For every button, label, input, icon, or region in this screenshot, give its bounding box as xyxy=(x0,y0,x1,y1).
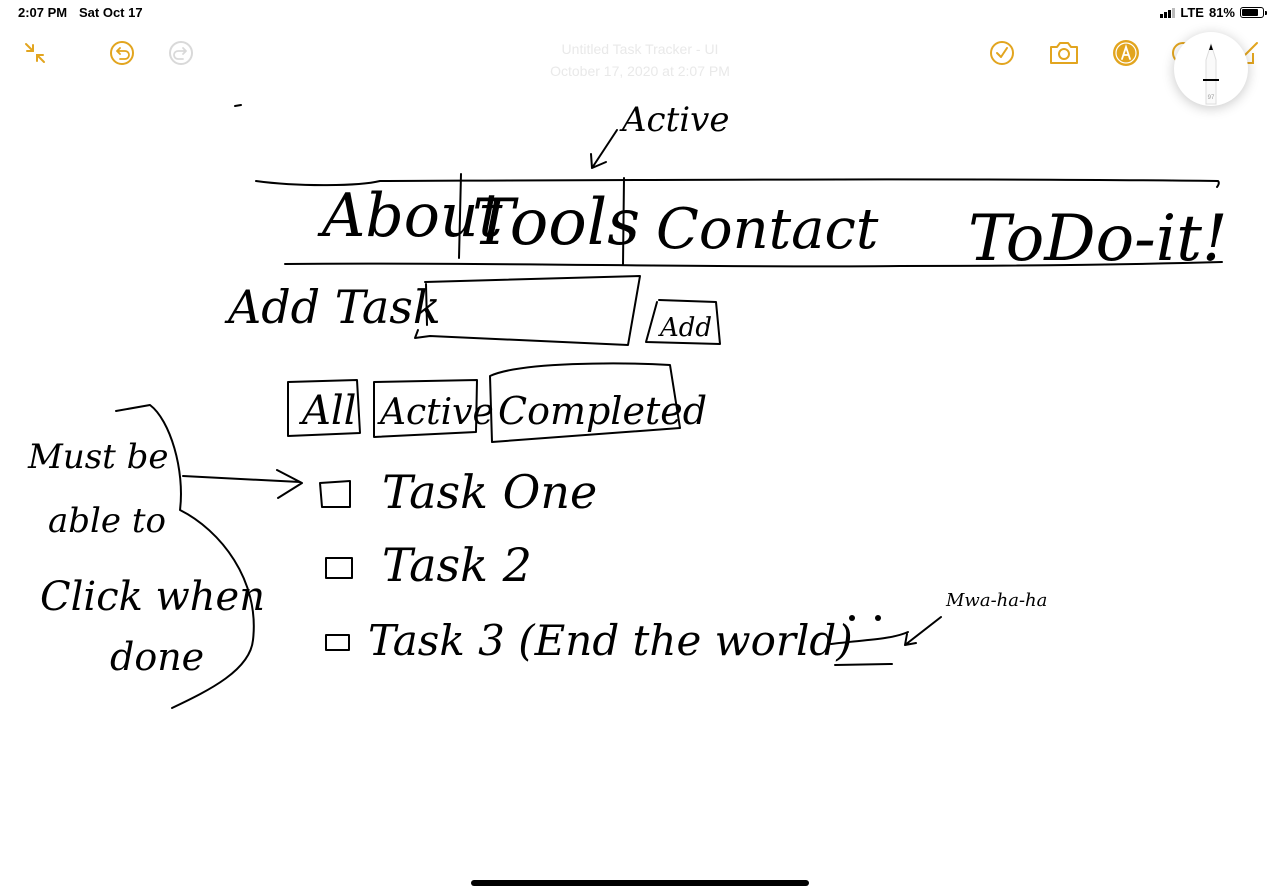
checklist-icon xyxy=(990,41,1014,65)
stray-ink-mark xyxy=(234,104,242,107)
add-button-outline xyxy=(645,299,721,345)
task-1-checkbox-hit[interactable] xyxy=(318,478,354,510)
nav-item-tools-hit[interactable] xyxy=(463,180,621,260)
active-arrow xyxy=(590,129,618,169)
markup-icon xyxy=(1113,40,1139,66)
filter-all-outline xyxy=(287,379,361,437)
filter-active-label: Active xyxy=(377,392,494,433)
checklist-button[interactable] xyxy=(985,36,1019,70)
brand-logo: ToDo-it! xyxy=(968,202,1228,276)
undo-button[interactable] xyxy=(105,36,139,70)
markup-button[interactable] xyxy=(1109,36,1143,70)
task-1-checkbox xyxy=(319,480,351,508)
filter-completed-outline xyxy=(489,362,681,443)
task-2-label: Task 2 xyxy=(382,538,532,592)
note-title: Untitled Task Tracker - UI October 17, 2… xyxy=(470,38,810,82)
redo-button[interactable] xyxy=(164,36,198,70)
nav-item-contact: Contact xyxy=(656,197,879,262)
battery-icon xyxy=(1240,7,1267,18)
laugh-arrow xyxy=(904,616,942,646)
add-task-input-outline xyxy=(414,275,641,346)
task-2-checkbox xyxy=(325,557,353,579)
task-3-checkbox-hit[interactable] xyxy=(324,632,352,654)
side-note-line-1: Must be xyxy=(27,437,169,477)
task-3-checkbox xyxy=(325,634,350,651)
status-time: 2:07 PM xyxy=(18,5,68,20)
note-title-date: October 17, 2020 at 2:07 PM xyxy=(550,63,730,79)
task-3-label: Task 3 (End the world) xyxy=(368,616,853,665)
home-indicator[interactable] xyxy=(471,880,809,886)
add-button-label: Add xyxy=(658,313,712,343)
cellular-signal-icon xyxy=(1160,7,1176,18)
undo-icon xyxy=(110,41,134,65)
status-indicators: LTE 81% xyxy=(1160,5,1267,20)
task-1-label: Task One xyxy=(382,465,597,519)
redo-icon xyxy=(169,41,193,65)
laugh-note: Mwa-ha-ha xyxy=(945,590,1047,611)
filter-all-label: All xyxy=(298,388,356,434)
note-title-name: Untitled Task Tracker - UI xyxy=(561,41,719,57)
camera-icon xyxy=(1050,42,1078,64)
status-date: Sat Oct 17 xyxy=(79,5,143,20)
pencil-icon xyxy=(1203,42,1219,105)
side-note-line-4: done xyxy=(110,635,204,679)
side-note-arrow xyxy=(182,469,303,499)
filter-completed-button[interactable] xyxy=(490,364,680,442)
nav-item-about: About xyxy=(317,181,504,251)
side-note-bracket xyxy=(115,404,255,709)
battery-level xyxy=(1242,9,1259,16)
nav-top-line xyxy=(255,178,1220,188)
nav-item-about-hit[interactable] xyxy=(300,180,455,260)
filter-active-button[interactable] xyxy=(374,380,477,437)
add-button[interactable] xyxy=(648,300,720,344)
pencil-tool-palette[interactable] xyxy=(1174,32,1248,106)
annotation-active: Active xyxy=(619,100,729,140)
status-bar: 2:07 PM Sat Oct 17 LTE 81% xyxy=(0,0,1280,26)
pencil-size-label: 97 xyxy=(1207,95,1215,101)
nav-divider-1 xyxy=(458,173,462,259)
doodle-eyes xyxy=(849,615,881,621)
side-note-line-3: Click when xyxy=(40,574,265,620)
network-type: LTE xyxy=(1180,5,1204,20)
filter-completed-label: Completed xyxy=(498,389,707,433)
filter-active-outline xyxy=(373,379,478,438)
collapse-button[interactable] xyxy=(18,36,52,70)
camera-button[interactable] xyxy=(1047,36,1081,70)
nav-divider-2 xyxy=(622,177,625,266)
add-task-input[interactable] xyxy=(418,278,640,344)
nav-item-contact-hit[interactable] xyxy=(640,180,810,260)
task-3-underline xyxy=(830,631,909,666)
nav-bottom-line xyxy=(284,261,1223,268)
filter-all-button[interactable] xyxy=(288,380,360,436)
nav-item-tools: Tools xyxy=(472,186,640,260)
side-note-line-2: able to xyxy=(48,501,166,541)
collapse-icon xyxy=(25,43,45,63)
battery-percent: 81% xyxy=(1208,5,1235,20)
task-2-checkbox-hit[interactable] xyxy=(324,555,356,581)
add-task-label: Add Task xyxy=(224,280,441,334)
